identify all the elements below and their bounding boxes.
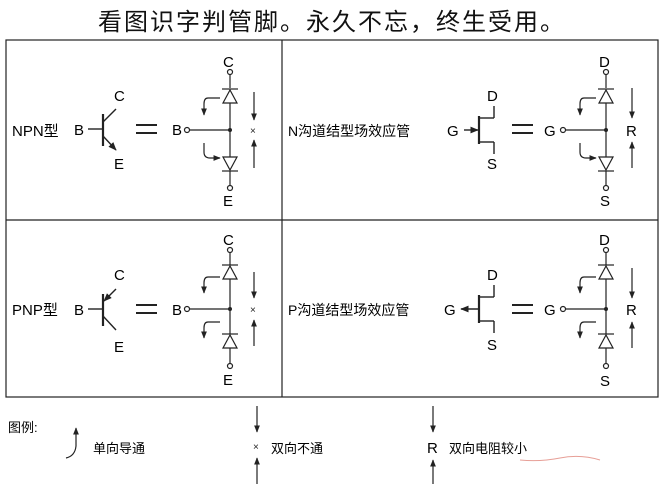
blocked-mark-icon: × [253,442,259,453]
pfet-equals-sign [512,304,533,314]
legend: 图例: 单向导通 × 双向不通 R 双向电阻较小 [8,406,601,484]
pfet-drain-label: D [487,267,498,284]
nfet-eq-source-label: S [600,193,610,210]
legend-r-symbol: R [427,440,438,457]
pnp-emitter-label: E [114,339,124,356]
npn-equals-sign [136,124,157,134]
pnp-collector-label: C [114,267,125,284]
nfet-eq-gate-label: G [544,123,556,140]
legend-title: 图例: [8,420,38,435]
legend-low-resistance-text: 双向电阻较小 [449,441,527,456]
pfet-resistance-mark: R [626,302,637,319]
pfet-eq-source-label: S [600,373,610,390]
nfet-eq-drain-label: D [599,54,610,71]
pnp-eq-emitter-label: E [223,372,233,389]
npn-blocked-mark: × [250,126,256,137]
one-way-arrow-icon [65,427,79,459]
pnp-label: PNP型 [12,302,58,319]
pfet-eq-gate-label: G [544,302,556,319]
legend-one-way-text: 单向导通 [93,441,145,456]
nfet-drain-label: D [487,88,498,105]
nfet-equals-sign [512,124,533,134]
pfet-panel: P沟道结型场效应管 G D S G D S [288,232,637,390]
npn-forward-arrow-upper [201,97,220,116]
nfet-panel: N沟道结型场效应管 G D S G D S [288,54,637,210]
watermark-squiggle [519,455,601,462]
nfet-source-label: S [487,156,497,173]
nfet-gate-label: G [447,123,459,140]
pnp-blocked-mark: × [250,305,256,316]
npn-eq-collector-label: C [223,54,234,71]
npn-base-label: B [74,122,84,139]
pfet-label: P沟道结型场效应管 [288,302,409,318]
npn-panel: NPN型 B C E B C E [12,54,257,210]
pfet-source-label: S [487,337,497,354]
nfet-label: N沟道结型场效应管 [288,123,410,139]
npn-forward-arrow-lower [203,143,221,161]
diagram-frame [5,39,659,398]
pnp-equals-sign [136,304,157,314]
npn-collector-label: C [114,88,125,105]
npn-eq-emitter-label: E [223,193,233,210]
page-title: 看图识字判管脚。永久不忘，终生受用。 [98,8,566,36]
pnp-eq-base-label: B [172,302,182,319]
pfet-gate-label: G [444,302,456,319]
pnp-eq-collector-label: C [223,232,234,249]
npn-emitter-label: E [114,156,124,173]
pnp-base-label: B [74,302,84,319]
npn-label: NPN型 [12,123,59,140]
npn-eq-base-label: B [172,122,182,139]
pnp-panel: PNP型 B C E B C E [12,232,257,389]
legend-blocked-text: 双向不通 [271,441,323,456]
nfet-resistance-mark: R [626,123,637,140]
pfet-eq-drain-label: D [599,232,610,249]
